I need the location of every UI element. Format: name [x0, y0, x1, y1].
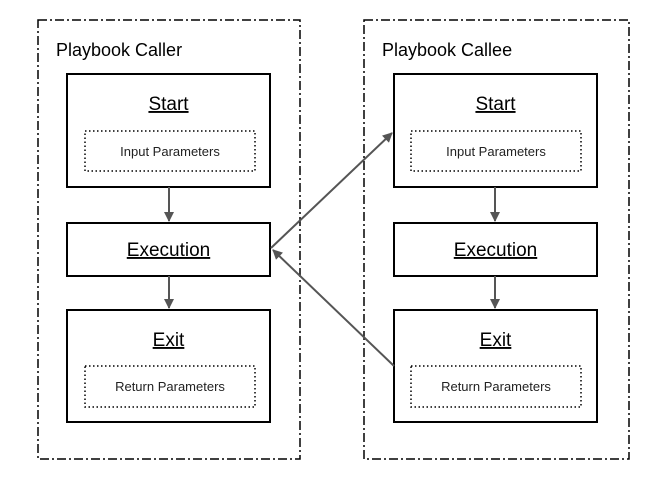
- caller-return-params-label: Return Parameters: [115, 379, 225, 394]
- callee-return-params-label: Return Parameters: [441, 379, 551, 394]
- caller-execution-node: Execution: [66, 222, 271, 277]
- callee-group-border: [363, 19, 630, 460]
- caller-return-params-box: [84, 365, 256, 408]
- callee-execution-title: Execution: [454, 240, 537, 261]
- caller-start-node: Start Input Parameters: [66, 73, 271, 188]
- callee-start-title: Start: [475, 94, 516, 115]
- callee-exit-title: Exit: [480, 330, 512, 351]
- callee-exit-node: Exit Return Parameters: [393, 309, 598, 423]
- callee-input-params-box: [410, 130, 582, 172]
- caller-group-title: Playbook Caller: [56, 40, 182, 60]
- caller-input-params-box: [84, 130, 256, 172]
- caller-input-params-label: Input Parameters: [120, 144, 220, 159]
- caller-execution-title: Execution: [127, 240, 210, 261]
- return-arrow: [272, 249, 395, 367]
- caller-start-title: Start: [148, 94, 189, 115]
- caller-exit-node: Exit Return Parameters: [66, 309, 271, 423]
- caller-group: Playbook Caller Start Input Parameters E…: [37, 19, 301, 460]
- callee-execution-node: Execution: [393, 222, 598, 277]
- caller-exit-title: Exit: [153, 330, 185, 351]
- callee-input-params-label: Input Parameters: [446, 144, 546, 159]
- callee-start-node: Start Input Parameters: [393, 73, 598, 188]
- callee-group: Playbook Callee Start Input Parameters E…: [363, 19, 630, 460]
- callee-group-title: Playbook Callee: [382, 40, 512, 60]
- callee-return-params-box: [410, 365, 582, 408]
- caller-group-border: [37, 19, 301, 460]
- call-arrow: [270, 132, 393, 249]
